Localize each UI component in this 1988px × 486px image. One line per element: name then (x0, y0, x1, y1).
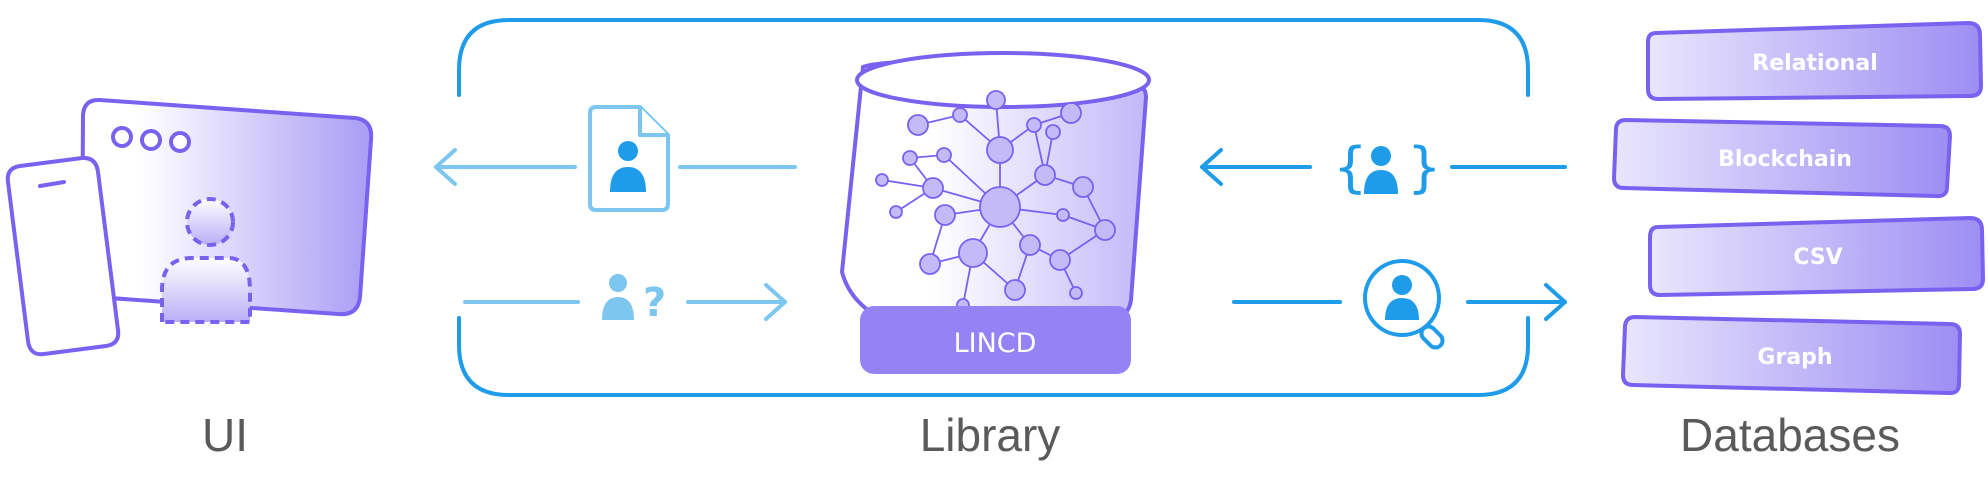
database-blockchain: Blockchain (1611, 117, 1953, 199)
user-placeholder-icon (160, 197, 252, 324)
arrow-library-to-databases (1232, 283, 1567, 321)
search-person-icon (1363, 259, 1445, 350)
graph-network-icon (875, 90, 1116, 312)
section-label-library: Library (919, 409, 1061, 461)
databases-stack: Relational Blockchain CSV Graph (1611, 20, 1986, 396)
database-label: Relational (1752, 51, 1877, 76)
document-person-icon (588, 105, 670, 212)
phone-icon (5, 155, 121, 357)
section-label-databases: Databases (1680, 409, 1900, 461)
svg-text:{: { (1334, 136, 1367, 199)
database-label: Blockchain (1718, 147, 1852, 172)
arrow-databases-to-library (1200, 148, 1567, 186)
library-badge-label: LINCD (954, 328, 1037, 359)
window-dot-icon (111, 126, 133, 148)
library-frame (457, 18, 1530, 397)
json-person-icon: { } (1334, 136, 1441, 199)
database-relational: Relational (1646, 20, 1984, 102)
svg-text:?: ? (643, 280, 666, 326)
window-dot-icon (140, 129, 162, 151)
database-label: Graph (1757, 345, 1832, 370)
database-csv: CSV (1648, 215, 1986, 298)
svg-text:}: } (1408, 136, 1441, 199)
library-cylinder: LINCD (839, 51, 1151, 374)
section-label-ui: UI (202, 409, 248, 461)
database-graph: Graph (1620, 314, 1963, 396)
ui-illustration (5, 97, 374, 357)
window-dot-icon (169, 131, 191, 153)
library-badge (860, 306, 1131, 374)
arrow-ui-to-library (463, 283, 787, 321)
person-question-icon: ? (602, 274, 666, 326)
database-label: CSV (1793, 245, 1842, 270)
arrow-library-to-ui (434, 148, 797, 186)
